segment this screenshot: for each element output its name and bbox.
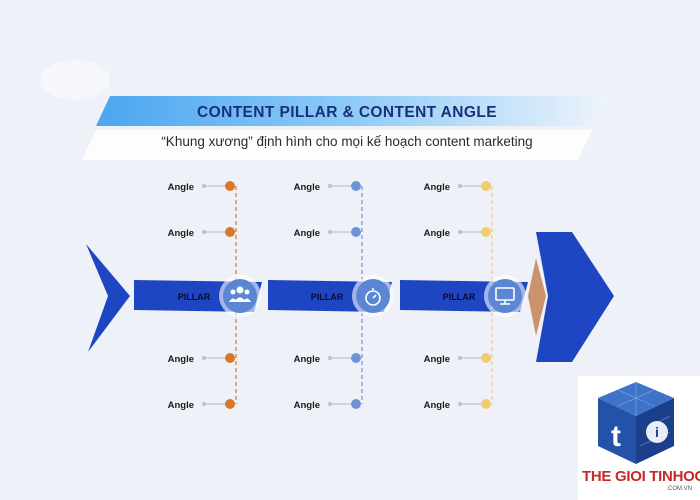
angle-label: Angle xyxy=(168,228,194,239)
stopwatch-icon xyxy=(365,288,381,306)
logo-name: THE GIOI TINHOC xyxy=(582,468,700,485)
angle-label: Angle xyxy=(424,182,450,193)
angle-label: Angle xyxy=(294,354,320,365)
angle-label: Angle xyxy=(294,182,320,193)
logo-mark: t xyxy=(611,420,621,453)
background-blob xyxy=(40,60,110,100)
fish-head xyxy=(536,232,614,362)
angle-label: Angle xyxy=(168,400,194,411)
angle-label: Angle xyxy=(424,354,450,365)
angle-node xyxy=(225,181,235,191)
angle-node xyxy=(351,227,361,237)
angle-branch-dot xyxy=(457,229,463,235)
angle-label: Angle xyxy=(168,354,194,365)
angle-label: Angle xyxy=(168,182,194,193)
angle-label: Angle xyxy=(424,228,450,239)
logo-domain: .COM.VN xyxy=(666,486,692,492)
angle-label: Angle xyxy=(294,228,320,239)
angle-branch-dot xyxy=(201,401,207,407)
page-title: CONTENT PILLAR & CONTENT ANGLE xyxy=(197,104,497,121)
angle-node xyxy=(225,353,235,363)
angle-node xyxy=(481,399,491,409)
angle-branch-dot xyxy=(327,229,333,235)
logo-cube-icon: i t xyxy=(598,382,674,464)
pillar-circle xyxy=(488,279,522,313)
angle-branch-dot xyxy=(457,401,463,407)
angle-branch-dot xyxy=(201,355,207,361)
angle-branch-dot xyxy=(327,401,333,407)
angle-branch-dot xyxy=(457,355,463,361)
svg-text:i: i xyxy=(655,424,659,440)
fish-head-accent xyxy=(528,258,546,336)
angle-node xyxy=(481,353,491,363)
angle-label: Angle xyxy=(424,400,450,411)
monitor-icon xyxy=(495,287,515,305)
angle-branch-dot xyxy=(201,229,207,235)
angle-branch-dot xyxy=(327,183,333,189)
people-icon xyxy=(229,286,251,302)
angle-node xyxy=(225,399,235,409)
angle-branch-dot xyxy=(457,183,463,189)
angle-branch-dot xyxy=(201,183,207,189)
banner-shape xyxy=(82,96,612,160)
pillar-label: PILLAR xyxy=(443,292,476,302)
pillar-circle xyxy=(223,279,257,313)
pillar-label: PILLAR xyxy=(311,292,344,302)
angle-node xyxy=(225,227,235,237)
pillar-circle xyxy=(356,279,390,313)
angle-branch-dot xyxy=(327,355,333,361)
fish-tail xyxy=(86,244,130,352)
angle-node xyxy=(351,181,361,191)
angle-node xyxy=(481,181,491,191)
angle-label: Angle xyxy=(294,400,320,411)
site-logo: i t THE GIOI TINHOC .COM.VN xyxy=(578,376,700,500)
page-subtitle: “Khung xương” định hình cho mọi kế hoạch… xyxy=(161,134,533,149)
angle-node xyxy=(481,227,491,237)
angle-node xyxy=(351,399,361,409)
angle-node xyxy=(351,353,361,363)
title-banner: CONTENT PILLAR & CONTENT ANGLE “Khung xư… xyxy=(82,92,612,164)
pillar-label: PILLAR xyxy=(178,292,211,302)
